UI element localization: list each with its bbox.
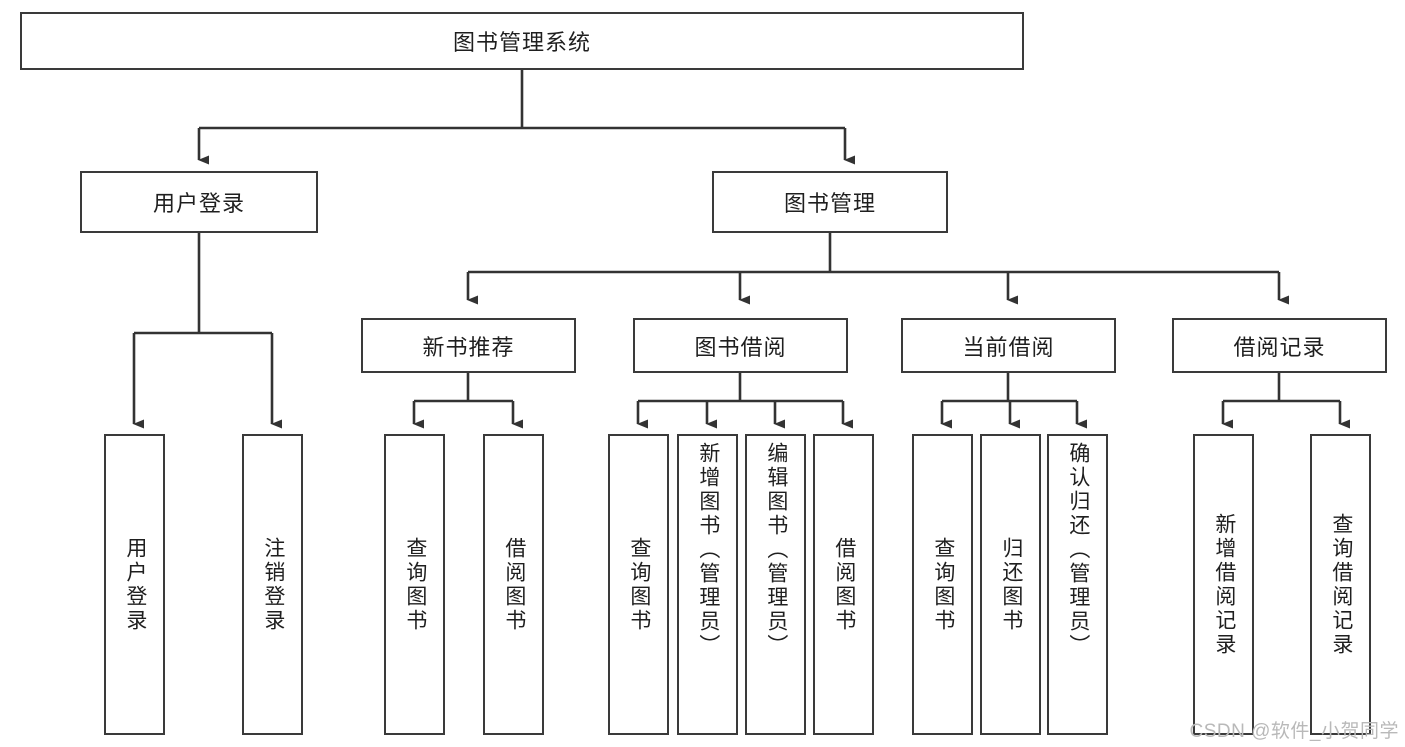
node-leaf-return-book[interactable]: 归还图书 xyxy=(980,434,1041,735)
node-label: 图书借阅 xyxy=(694,334,787,360)
node-leaf-user-logout[interactable]: 注销登录 xyxy=(242,434,303,735)
node-label: 借阅记录 xyxy=(1233,334,1326,360)
csdn-watermark: CSDN @软件_小贺同学 xyxy=(1189,721,1399,742)
node-leaf-user-login[interactable]: 用户登录 xyxy=(104,434,165,735)
node-label: 图书管理系统 xyxy=(452,30,591,55)
node-label: 图书管理 xyxy=(783,191,876,216)
node-user-login[interactable]: 用户登录 xyxy=(80,171,318,233)
node-label: 查询图书 xyxy=(403,536,427,633)
node-label: 借阅图书 xyxy=(832,536,856,633)
node-label: 用户登录 xyxy=(123,536,147,633)
node-label: 用户登录 xyxy=(152,191,245,216)
node-label: 确认归还（管理员） xyxy=(1066,442,1090,658)
node-leaf-query-record[interactable]: 查询借阅记录 xyxy=(1310,434,1371,735)
node-leaf-query-book-2[interactable]: 查询图书 xyxy=(608,434,669,735)
node-label: 注销登录 xyxy=(261,536,285,633)
node-label: 查询借阅记录 xyxy=(1329,512,1353,657)
node-label: 新书推荐 xyxy=(422,334,515,360)
node-new-book-recommend[interactable]: 新书推荐 xyxy=(361,318,576,373)
node-leaf-add-record[interactable]: 新增借阅记录 xyxy=(1193,434,1254,735)
node-label: 查询图书 xyxy=(627,536,651,633)
node-leaf-add-book[interactable]: 新增图书（管理员） xyxy=(677,434,738,735)
node-leaf-query-book-1[interactable]: 查询图书 xyxy=(384,434,445,735)
node-leaf-borrow-book-1[interactable]: 借阅图书 xyxy=(483,434,544,735)
node-leaf-confirm-return[interactable]: 确认归还（管理员） xyxy=(1047,434,1108,735)
node-label: 新增借阅记录 xyxy=(1212,512,1236,657)
node-current-borrow[interactable]: 当前借阅 xyxy=(901,318,1116,373)
node-label: 归还图书 xyxy=(999,536,1023,633)
node-leaf-query-book-3[interactable]: 查询图书 xyxy=(912,434,973,735)
node-leaf-edit-book[interactable]: 编辑图书（管理员） xyxy=(745,434,806,735)
node-label: 查询图书 xyxy=(931,536,955,633)
node-leaf-borrow-book-2[interactable]: 借阅图书 xyxy=(813,434,874,735)
node-root-book-management-system[interactable]: 图书管理系统 xyxy=(20,12,1024,70)
node-label: 借阅图书 xyxy=(502,536,526,633)
node-label: 编辑图书（管理员） xyxy=(764,442,788,658)
node-label: 新增图书（管理员） xyxy=(696,442,720,658)
node-label: 当前借阅 xyxy=(962,334,1055,360)
node-book-borrow[interactable]: 图书借阅 xyxy=(633,318,848,373)
node-borrow-record[interactable]: 借阅记录 xyxy=(1172,318,1387,373)
node-book-management[interactable]: 图书管理 xyxy=(712,171,948,233)
